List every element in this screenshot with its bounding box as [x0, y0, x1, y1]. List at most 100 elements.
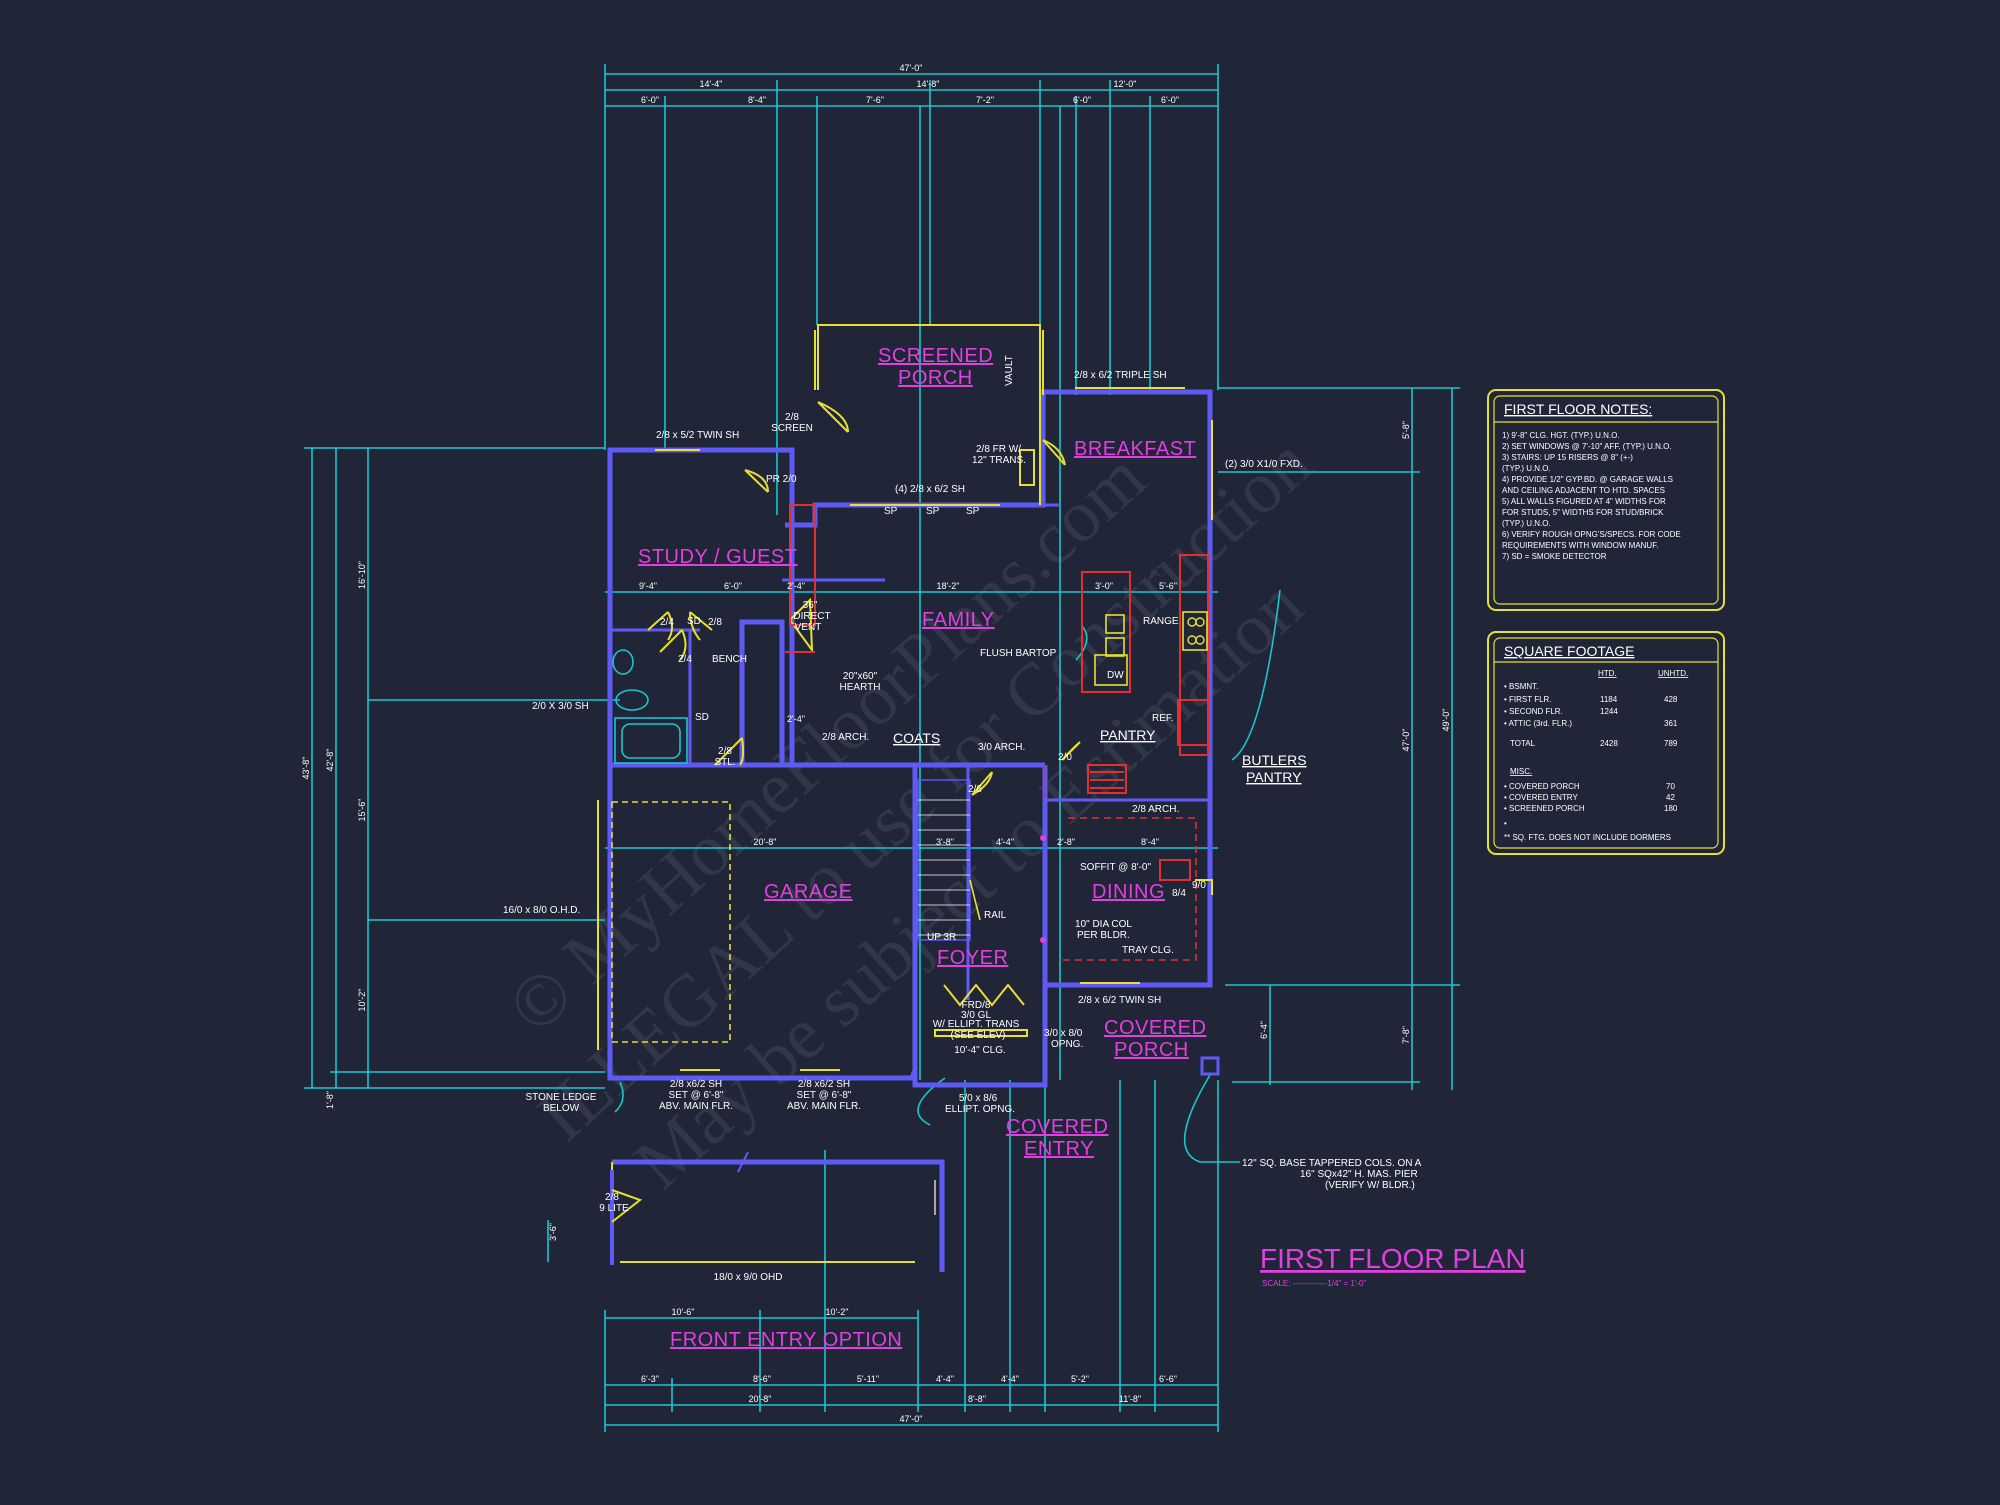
note-pr: PR 2/0	[766, 474, 797, 485]
dim-bot-a: 20'-8"	[749, 1394, 772, 1404]
note-columns-1: 12" SQ. BASE TAPPERED COLS. ON A	[1242, 1158, 1422, 1169]
dim-overall-bot: 47'-0"	[900, 1414, 923, 1424]
note-vent-3: VENT	[795, 622, 822, 633]
notes-line-7: 5) ALL WALLS FIGURED AT 4" WIDTHS FOR	[1502, 497, 1666, 506]
dim-gar-a: 20'-8"	[754, 837, 777, 847]
sqft-row-2-htd: 1184	[1600, 695, 1618, 704]
notes-line-6: AND CEILING ADJACENT TO HTD. SPACES	[1502, 486, 1665, 495]
note-door-84: 8/4	[1172, 888, 1186, 899]
dim-bot-2: 8'-6"	[753, 1374, 771, 1384]
plan-scale: SCALE: -------------1/4" = 1'-0"	[1262, 1279, 1366, 1288]
dim-gar-b: 3'-8"	[936, 837, 954, 847]
sqft-row-2-name: • FIRST FLR.	[1504, 695, 1552, 704]
note-sp-3: SP	[966, 506, 980, 517]
sqft-col-unhtd: UNHTD.	[1658, 669, 1688, 678]
note-door-24b: 2/4	[678, 654, 692, 665]
note-door-90: 9/0	[1192, 880, 1206, 891]
dimension-texts: 47'-0" 14'-4" 14'-8" 12'-0" 6'-0" 8'-4" …	[301, 63, 1451, 1424]
note-stl-1: 2/8	[718, 746, 732, 757]
notes-line-3: 3) STAIRS: UP 15 RISERS @ 8" (+-)	[1502, 453, 1633, 462]
dim-left-overall: 43'-8"	[301, 757, 311, 780]
note-ohd: 16/0 x 8/0 O.H.D.	[503, 905, 580, 916]
note-screen-1: 2/8	[785, 412, 799, 423]
sqft-total-name: TOTAL	[1510, 739, 1536, 748]
room-dining: DINING	[1092, 881, 1165, 903]
room-covered-porch-line2: PORCH	[1114, 1039, 1189, 1061]
stair	[917, 779, 981, 941]
note-column-2: PER BLDR.	[1077, 930, 1130, 941]
dim-bot-1: 6'-3"	[641, 1374, 659, 1384]
annotations: 2/8 SCREEN VAULT 2/8 x 6/2 TRIPLE SH 2/8…	[503, 355, 1422, 1283]
room-garage: GARAGE	[764, 881, 853, 903]
note-lite-2: 9 LITE	[599, 1203, 629, 1214]
note-hearth-2: HEARTH	[840, 682, 881, 693]
dim-left-d: 10'-2"	[357, 989, 367, 1012]
dim-top-b: 14'-8"	[917, 79, 940, 89]
bath-fixtures	[612, 649, 688, 764]
label-butlers-pantry-2: PANTRY	[1246, 769, 1302, 785]
note-sd-2: SD	[695, 712, 709, 723]
note-ceiling: 10'-4" CLG.	[954, 1045, 1006, 1056]
sqft-misc-2-val: 42	[1666, 793, 1675, 802]
note-door-26: 2/6	[968, 784, 982, 795]
note-opening-1: 3/0 x 8/0	[1044, 1028, 1083, 1039]
note-up-3r: UP 3R	[927, 932, 956, 943]
note-hearth-1: 20"x60"	[843, 671, 878, 682]
label-pantry: PANTRY	[1100, 727, 1156, 743]
label-butlers-pantry-1: BUTLERS	[1242, 752, 1307, 768]
room-covered-entry-line2: ENTRY	[1024, 1138, 1094, 1160]
dim-right-b: 5'-8"	[1401, 421, 1411, 439]
sqft-col-htd: HTD.	[1598, 669, 1617, 678]
dim-fam-d: 3'-0"	[1095, 581, 1113, 591]
sqft-row-2-unhtd: 428	[1664, 695, 1678, 704]
garage-car-outline	[611, 801, 731, 1043]
plan-title-block: FIRST FLOOR PLAN SCALE: -------------1/4…	[1260, 1243, 1526, 1288]
note-sd: SD	[687, 616, 701, 627]
notes-line-12: 7) SD = SMOKE DETECTOR	[1502, 552, 1607, 561]
note-garage-sh2-2: SET @ 6'-8"	[797, 1090, 852, 1101]
note-garage-sh2-1: 2/8 x6/2 SH	[798, 1079, 850, 1090]
note-vault: VAULT	[1004, 355, 1015, 386]
note-twin-sh-top: 2/8 x 5/2 TWIN SH	[656, 430, 739, 441]
note-fxd: (2) 3/0 X1/0 FXD.	[1225, 459, 1303, 470]
note-ohd-2: 18/0 x 9/0 OHD	[714, 1272, 783, 1283]
note-fr-trans-1: 2/8 FR W/	[976, 444, 1021, 455]
dim-overall-top: 47'-0"	[900, 63, 923, 73]
note-stone-ledge-1: STONE LEDGE	[526, 1092, 597, 1103]
note-sp-2: SP	[926, 506, 940, 517]
dim-gar-e: 8'-4"	[1141, 837, 1159, 847]
notes-line-5: 4) PROVIDE 1/2" GYP.BD. @ GARAGE WALLS	[1502, 475, 1673, 484]
note-garage-sh1-3: ABV. MAIN FLR.	[659, 1101, 733, 1112]
dim-bot-7: 6'-6"	[1159, 1374, 1177, 1384]
sqft-total-htd: 2428	[1600, 739, 1618, 748]
notes-line-10: 6) VERIFY ROUGH OPNG'S/SPECS. FOR CODE	[1502, 530, 1681, 539]
kitchen-cabinets	[785, 504, 1209, 961]
screened-porch-walls	[814, 324, 1066, 506]
note-arch-1: 2/8 ARCH.	[822, 732, 869, 743]
dimension-lines	[304, 64, 1460, 1432]
notes-line-2: 2) SET WINDOWS @ 7'-10" AFF. (TYP.) U.N.…	[1502, 442, 1672, 451]
sqft-footnote: ** SQ. FTG. DOES NOT INCLUDE DORMERS	[1504, 833, 1671, 842]
sqft-total-unhtd: 789	[1664, 739, 1678, 748]
dim-fam-e: 5'-6"	[1159, 581, 1177, 591]
plan-title: FIRST FLOOR PLAN	[1260, 1243, 1526, 1274]
dim-left-e: 1'-8"	[325, 1091, 335, 1109]
note-dw: DW	[1107, 670, 1124, 681]
note-vent-1: 36"	[803, 600, 818, 611]
dim-fam-a: 9'-4"	[639, 581, 657, 591]
room-screened-porch-line2: PORCH	[898, 367, 973, 389]
note-door-20: 2/0	[1058, 752, 1072, 763]
sqft-row-4-unhtd: 361	[1664, 719, 1678, 728]
note-range: RANGE	[1143, 616, 1179, 627]
dim-bot-6: 5'-2"	[1071, 1374, 1089, 1384]
note-frd-1: FRD/8	[962, 1000, 991, 1011]
note-columns-2: 16" SQx42" H. MAS. PIER	[1300, 1169, 1418, 1180]
dim-top-5: 6'-0"	[1073, 95, 1091, 105]
note-door-28: 2/8	[708, 617, 722, 628]
porch-columns	[1040, 835, 1220, 1076]
door-swings	[647, 469, 1213, 1037]
sqft-title: SQUARE FOOTAGE	[1504, 643, 1634, 659]
note-garage-sh2-3: ABV. MAIN FLR.	[787, 1101, 861, 1112]
